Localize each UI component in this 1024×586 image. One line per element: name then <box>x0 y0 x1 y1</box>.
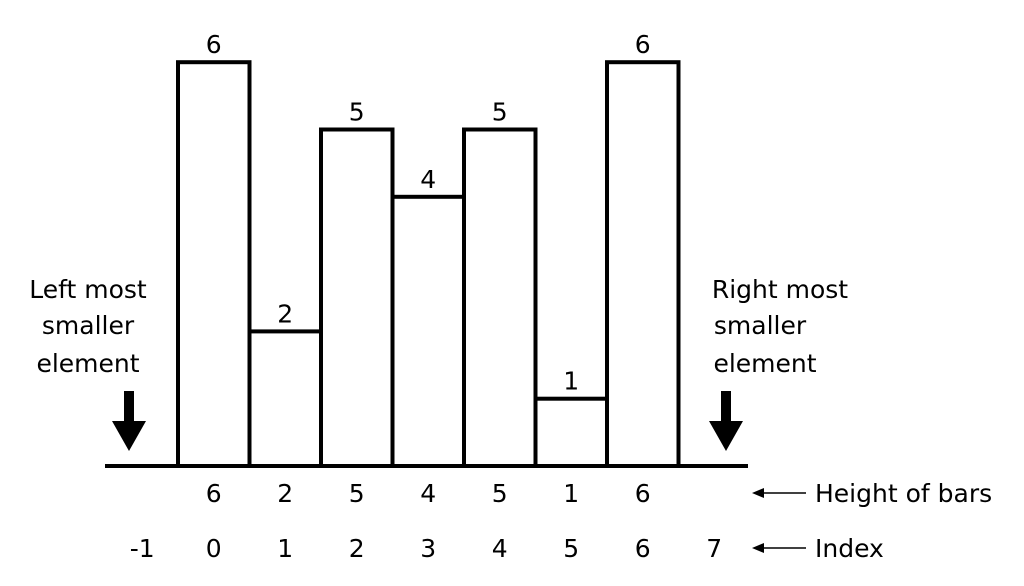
bar-value-label-1: 2 <box>277 299 293 328</box>
index-row-value-6: 5 <box>563 534 579 563</box>
bar-value-label-5: 1 <box>563 367 579 396</box>
bar-value-label-3: 4 <box>420 165 436 194</box>
index-row-value-5: 4 <box>492 534 508 563</box>
height-row-value-3: 4 <box>420 479 436 508</box>
bar-value-label-0: 6 <box>206 30 222 59</box>
height-row-value-2: 5 <box>349 479 365 508</box>
height-row-value-6: 6 <box>635 479 651 508</box>
index-row-value-2: 1 <box>277 534 293 563</box>
bar-value-label-4: 5 <box>492 98 508 127</box>
bar-5 <box>533 396 609 469</box>
bar-value-labels: 6 2 5 4 5 1 6 <box>206 30 651 396</box>
bar-4 <box>462 127 538 468</box>
right-annotation-line-1: Right most <box>712 275 848 304</box>
bar-1 <box>247 329 323 468</box>
bar-0 <box>176 60 252 468</box>
index-row: -1 0 1 2 3 4 5 6 7 <box>130 534 722 563</box>
bar-3 <box>390 194 466 469</box>
annotations: Left most smaller element Right most sma… <box>29 275 848 451</box>
bar-2 <box>319 127 395 468</box>
height-row-label: Height of bars <box>815 479 992 508</box>
index-row-value-8: 7 <box>706 534 722 563</box>
height-row-value-5: 1 <box>563 479 579 508</box>
bars-layer <box>176 60 681 469</box>
height-row-value-1: 2 <box>277 479 293 508</box>
index-row-label: Index <box>815 534 884 563</box>
bar-value-label-2: 5 <box>349 98 365 127</box>
left-annotation-line-2: smaller <box>42 311 135 340</box>
index-row-value-3: 2 <box>349 534 365 563</box>
left-down-arrow-icon <box>112 391 146 451</box>
index-label-arrow-icon <box>752 543 764 553</box>
height-row-value-4: 5 <box>492 479 508 508</box>
index-row-value-4: 3 <box>420 534 436 563</box>
row-labels: Height of bars Index <box>752 479 992 563</box>
left-annotation-line-3: element <box>36 349 139 378</box>
index-row-value-1: 0 <box>206 534 222 563</box>
height-row-value-0: 6 <box>206 479 222 508</box>
right-annotation-line-2: smaller <box>714 311 807 340</box>
height-row: 6 2 5 4 5 1 6 <box>206 479 651 508</box>
right-down-arrow-icon <box>709 391 743 451</box>
height-label-arrow-icon <box>752 488 764 498</box>
bar-value-label-6: 6 <box>635 30 651 59</box>
index-row-value-7: 6 <box>635 534 651 563</box>
bar-6 <box>605 60 681 468</box>
right-annotation-line-3: element <box>713 349 816 378</box>
index-row-value-0: -1 <box>130 534 155 563</box>
left-annotation-line-1: Left most <box>29 275 147 304</box>
